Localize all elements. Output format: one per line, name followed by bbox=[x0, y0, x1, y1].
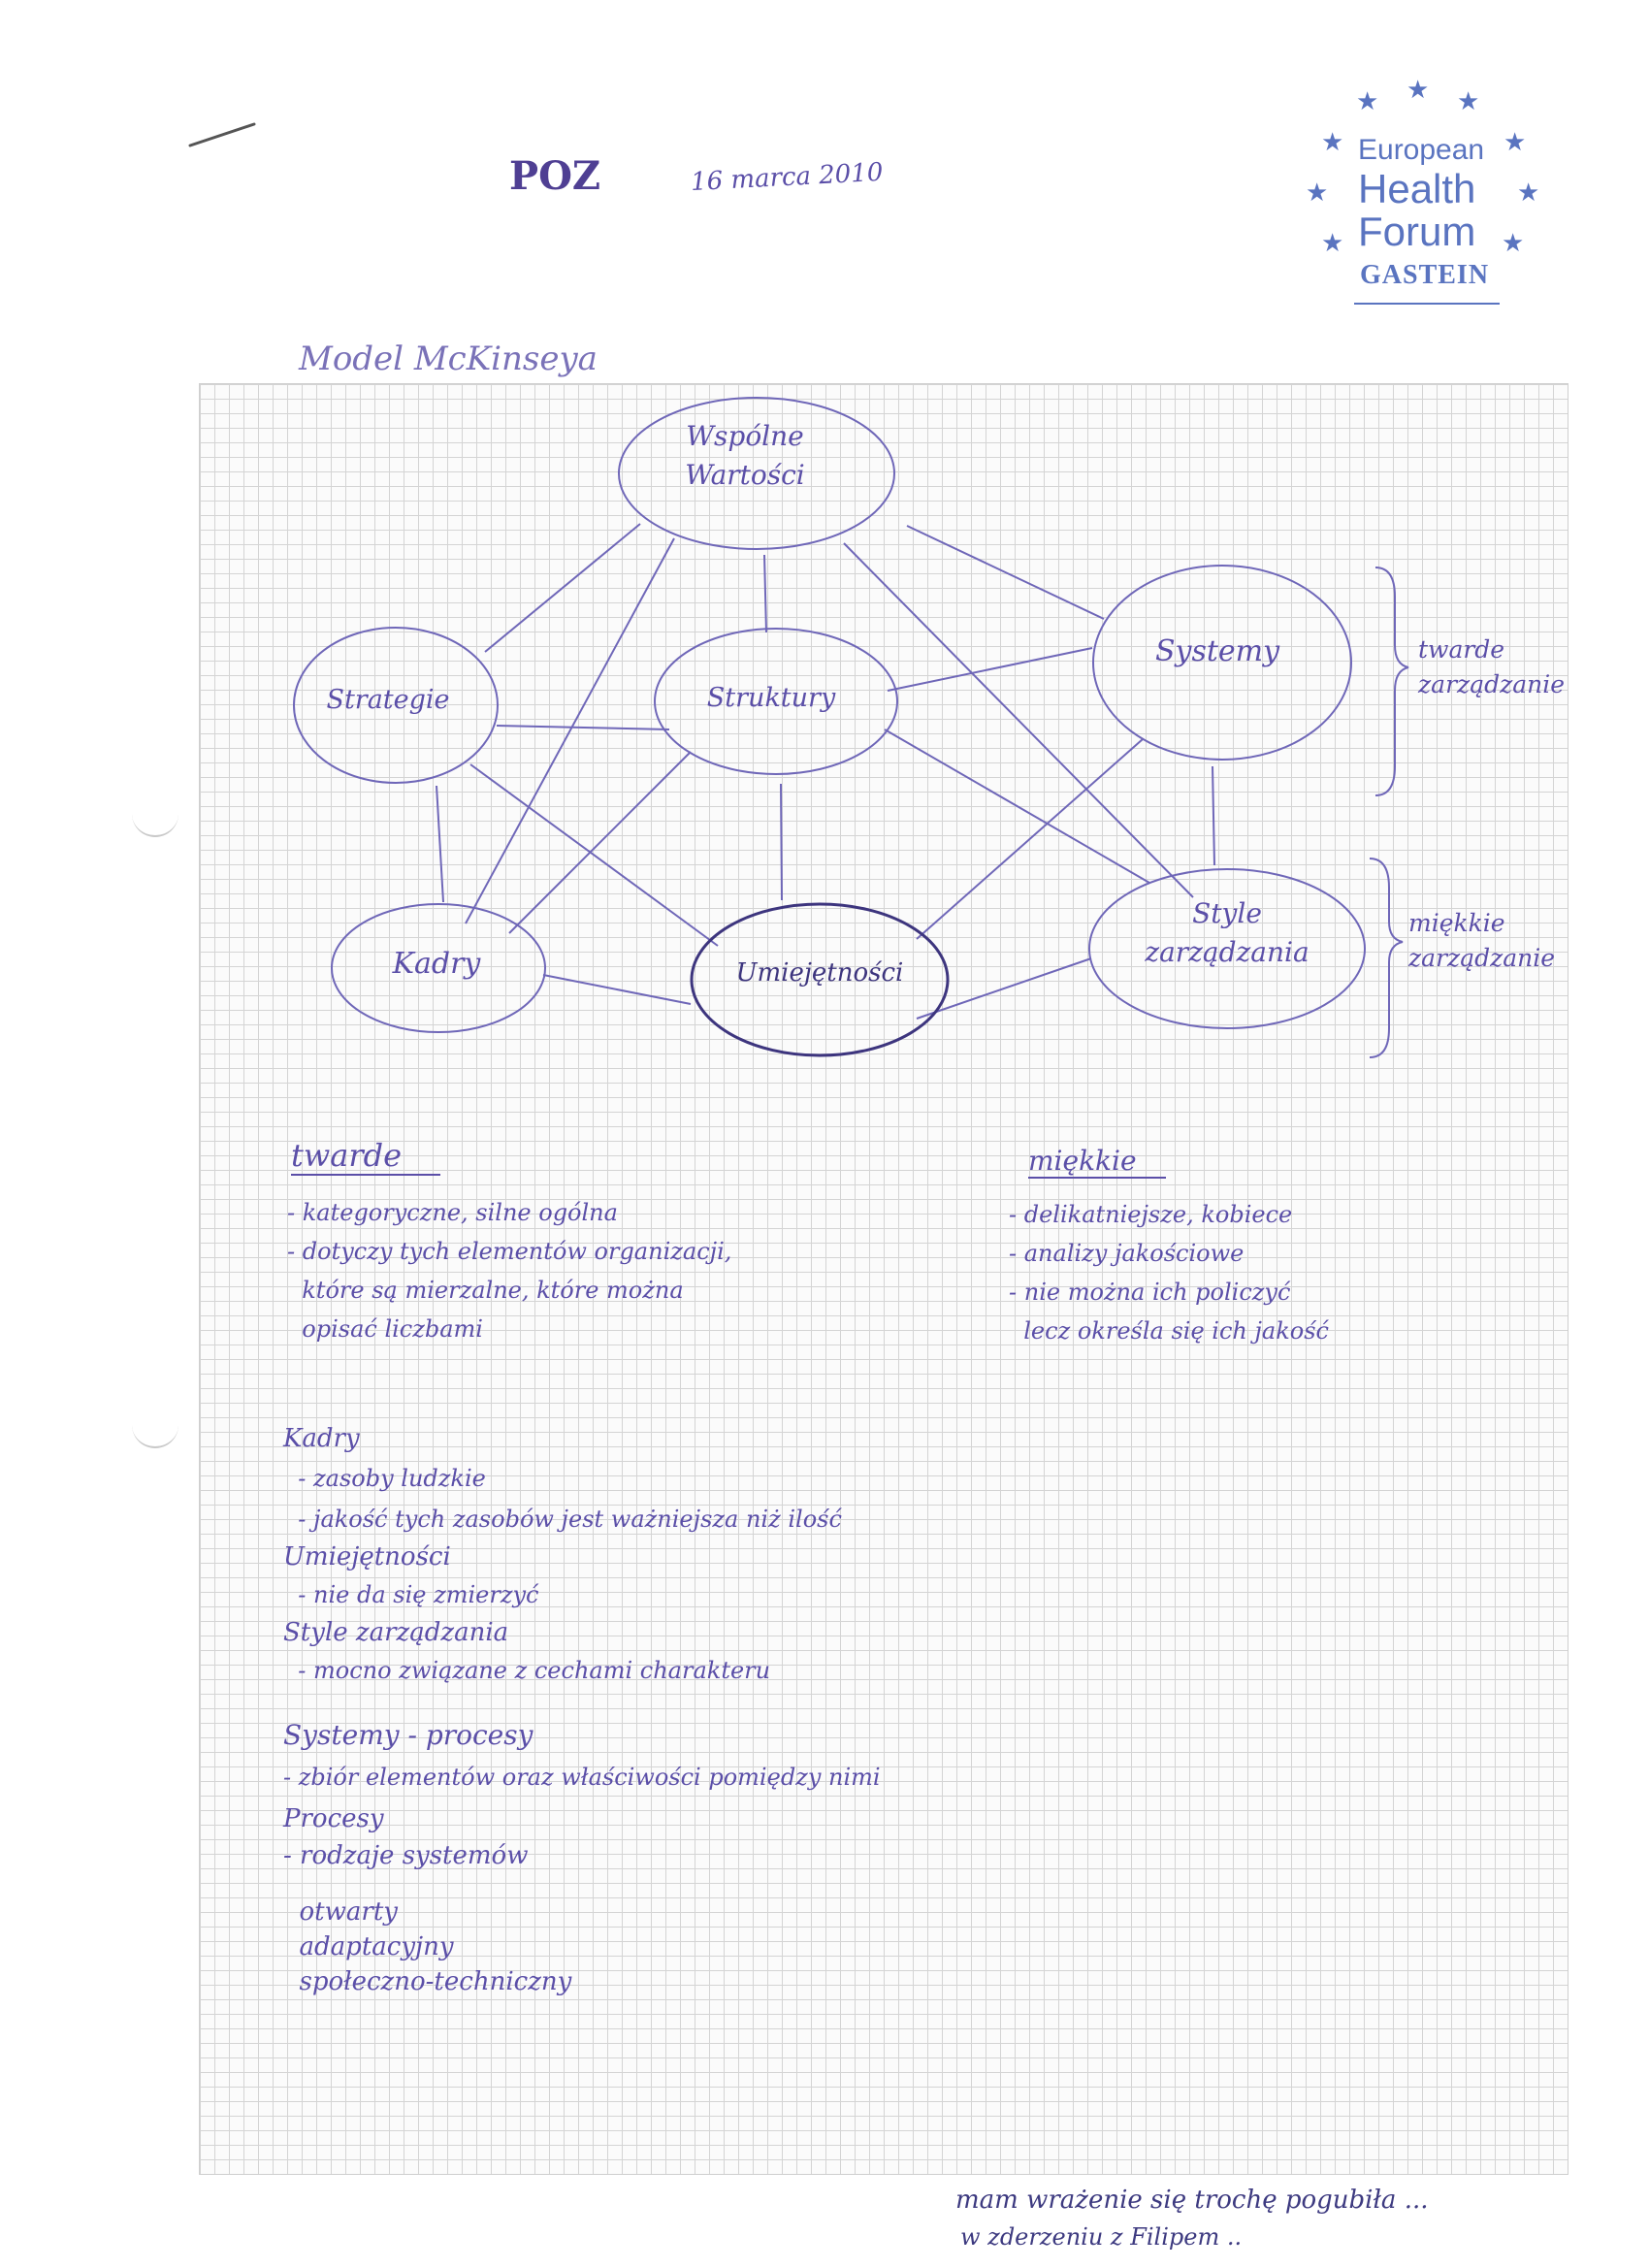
notes-hard-item: - kategoryczne, silne ogólna bbox=[287, 1199, 618, 1226]
notes-line: Systemy - procesy bbox=[283, 1719, 534, 1751]
star-icon: ★ bbox=[1502, 229, 1525, 258]
link-structure-systems bbox=[887, 647, 1093, 692]
node-style-label: Style zarządzania bbox=[1145, 897, 1310, 968]
link-skills-style bbox=[916, 957, 1092, 1020]
notes-line: otwarty bbox=[283, 1897, 398, 1927]
notes-line: - rodzaje systemów bbox=[283, 1841, 529, 1870]
grid-paper bbox=[199, 383, 1568, 2175]
link-values-style bbox=[843, 542, 1194, 898]
notes-line: adaptacyjny bbox=[283, 1932, 454, 1961]
link-strategy-staff bbox=[436, 785, 444, 903]
mckinsey-7s-diagram bbox=[293, 397, 1409, 1058]
link-strategy-structure bbox=[496, 725, 670, 730]
node-skills-label: Umiejętności bbox=[735, 958, 904, 988]
link-structure-style bbox=[884, 729, 1150, 884]
notes-hard-title: twarde bbox=[291, 1137, 441, 1176]
logo-line-forum: Forum bbox=[1358, 209, 1476, 254]
logo-line-health: Health bbox=[1358, 166, 1476, 211]
node-skills-ellipse bbox=[690, 902, 950, 1057]
diagram-title: Model McKinseya bbox=[299, 340, 598, 378]
logo-underline bbox=[1354, 303, 1500, 305]
punch-hole-top bbox=[132, 810, 178, 837]
brace-soft bbox=[1369, 858, 1404, 1058]
star-icon: ★ bbox=[1321, 128, 1344, 157]
brace-hard bbox=[1374, 567, 1409, 796]
notes-hard-item: które są mierzalne, które można bbox=[287, 1277, 684, 1304]
star-icon: ★ bbox=[1356, 87, 1379, 116]
notes-line: Style zarządzania bbox=[283, 1618, 509, 1647]
footer-remark-line2: w zderzeniu z Filipem .. bbox=[960, 2223, 1243, 2251]
pen-stroke-mark bbox=[188, 122, 256, 147]
punch-hole-bottom bbox=[132, 1421, 178, 1448]
link-structure-skills bbox=[780, 783, 783, 901]
notes-line: - nie da się zmierzyć bbox=[283, 1581, 539, 1608]
notes-line: Umiejętności bbox=[283, 1542, 451, 1571]
group-soft-label: miękkie zarządzanie bbox=[1408, 909, 1556, 972]
notes-soft-title: miękkie bbox=[1028, 1145, 1166, 1179]
node-strategy-label: Strategie bbox=[326, 685, 450, 715]
notes-soft-item: - analizy jakościowe bbox=[1009, 1240, 1245, 1267]
link-systems-skills bbox=[916, 738, 1144, 940]
link-values-systems bbox=[906, 525, 1105, 620]
logo-line-european: European bbox=[1358, 134, 1485, 166]
notes-soft-item: - nie można ich policzyć bbox=[1009, 1279, 1291, 1306]
notes-hard-item: - dotyczy tych elementów organizacji, bbox=[287, 1238, 732, 1265]
notes-line: Kadry bbox=[283, 1424, 360, 1453]
node-staff-ellipse bbox=[331, 903, 546, 1033]
footer-remark-line1: mam wrażenie się trochę pogubiła ... bbox=[955, 2186, 1429, 2215]
node-structure-ellipse bbox=[654, 628, 898, 775]
star-icon: ★ bbox=[1457, 87, 1480, 116]
star-icon: ★ bbox=[1504, 128, 1527, 157]
notes-line: - zasoby ludzkie bbox=[283, 1465, 486, 1492]
notes-line: - jakość tych zasobów jest ważniejsza ni… bbox=[283, 1506, 842, 1533]
page-title: POZ bbox=[509, 153, 601, 199]
notes-line: Procesy bbox=[283, 1804, 384, 1833]
european-health-forum-logo: ★ ★ ★ ★ ★ ★ ★ ★ ★ European Health Forum … bbox=[1300, 78, 1552, 320]
star-icon: ★ bbox=[1517, 178, 1540, 208]
link-strategy-skills bbox=[469, 763, 719, 947]
node-values-ellipse bbox=[618, 397, 895, 550]
link-staff-skills bbox=[542, 974, 692, 1005]
notes-soft-item: - delikatniejsze, kobiece bbox=[1009, 1201, 1293, 1228]
notes-line: - mocno związane z cechami charakteru bbox=[283, 1657, 771, 1684]
notes-line: społeczno-techniczny bbox=[283, 1967, 572, 1996]
node-values-label: Wspólne Wartości bbox=[685, 420, 805, 491]
link-values-staff bbox=[465, 537, 675, 924]
notes-line: - zbiór elementów oraz właściwości pomię… bbox=[283, 1764, 881, 1791]
node-systems-ellipse bbox=[1092, 565, 1352, 761]
node-style-ellipse bbox=[1088, 868, 1366, 1029]
star-icon: ★ bbox=[1306, 178, 1329, 208]
notes-hard-item: opisać liczbami bbox=[287, 1315, 483, 1343]
group-hard-label: twarde zarządzanie bbox=[1418, 635, 1566, 698]
logo-line-gastein: GASTEIN bbox=[1360, 260, 1490, 290]
notes-soft-item: lecz określa się ich jakość bbox=[1009, 1317, 1329, 1345]
link-values-structure bbox=[763, 554, 767, 633]
link-systems-style bbox=[1212, 765, 1215, 866]
node-strategy-ellipse bbox=[293, 627, 499, 784]
star-icon: ★ bbox=[1321, 229, 1344, 258]
star-icon: ★ bbox=[1406, 76, 1430, 105]
link-structure-staff bbox=[508, 751, 692, 934]
node-structure-label: Struktury bbox=[706, 683, 836, 713]
link-values-strategy bbox=[484, 523, 641, 653]
node-staff-label: Kadry bbox=[392, 947, 481, 981]
node-systems-label: Systemy bbox=[1154, 634, 1280, 668]
